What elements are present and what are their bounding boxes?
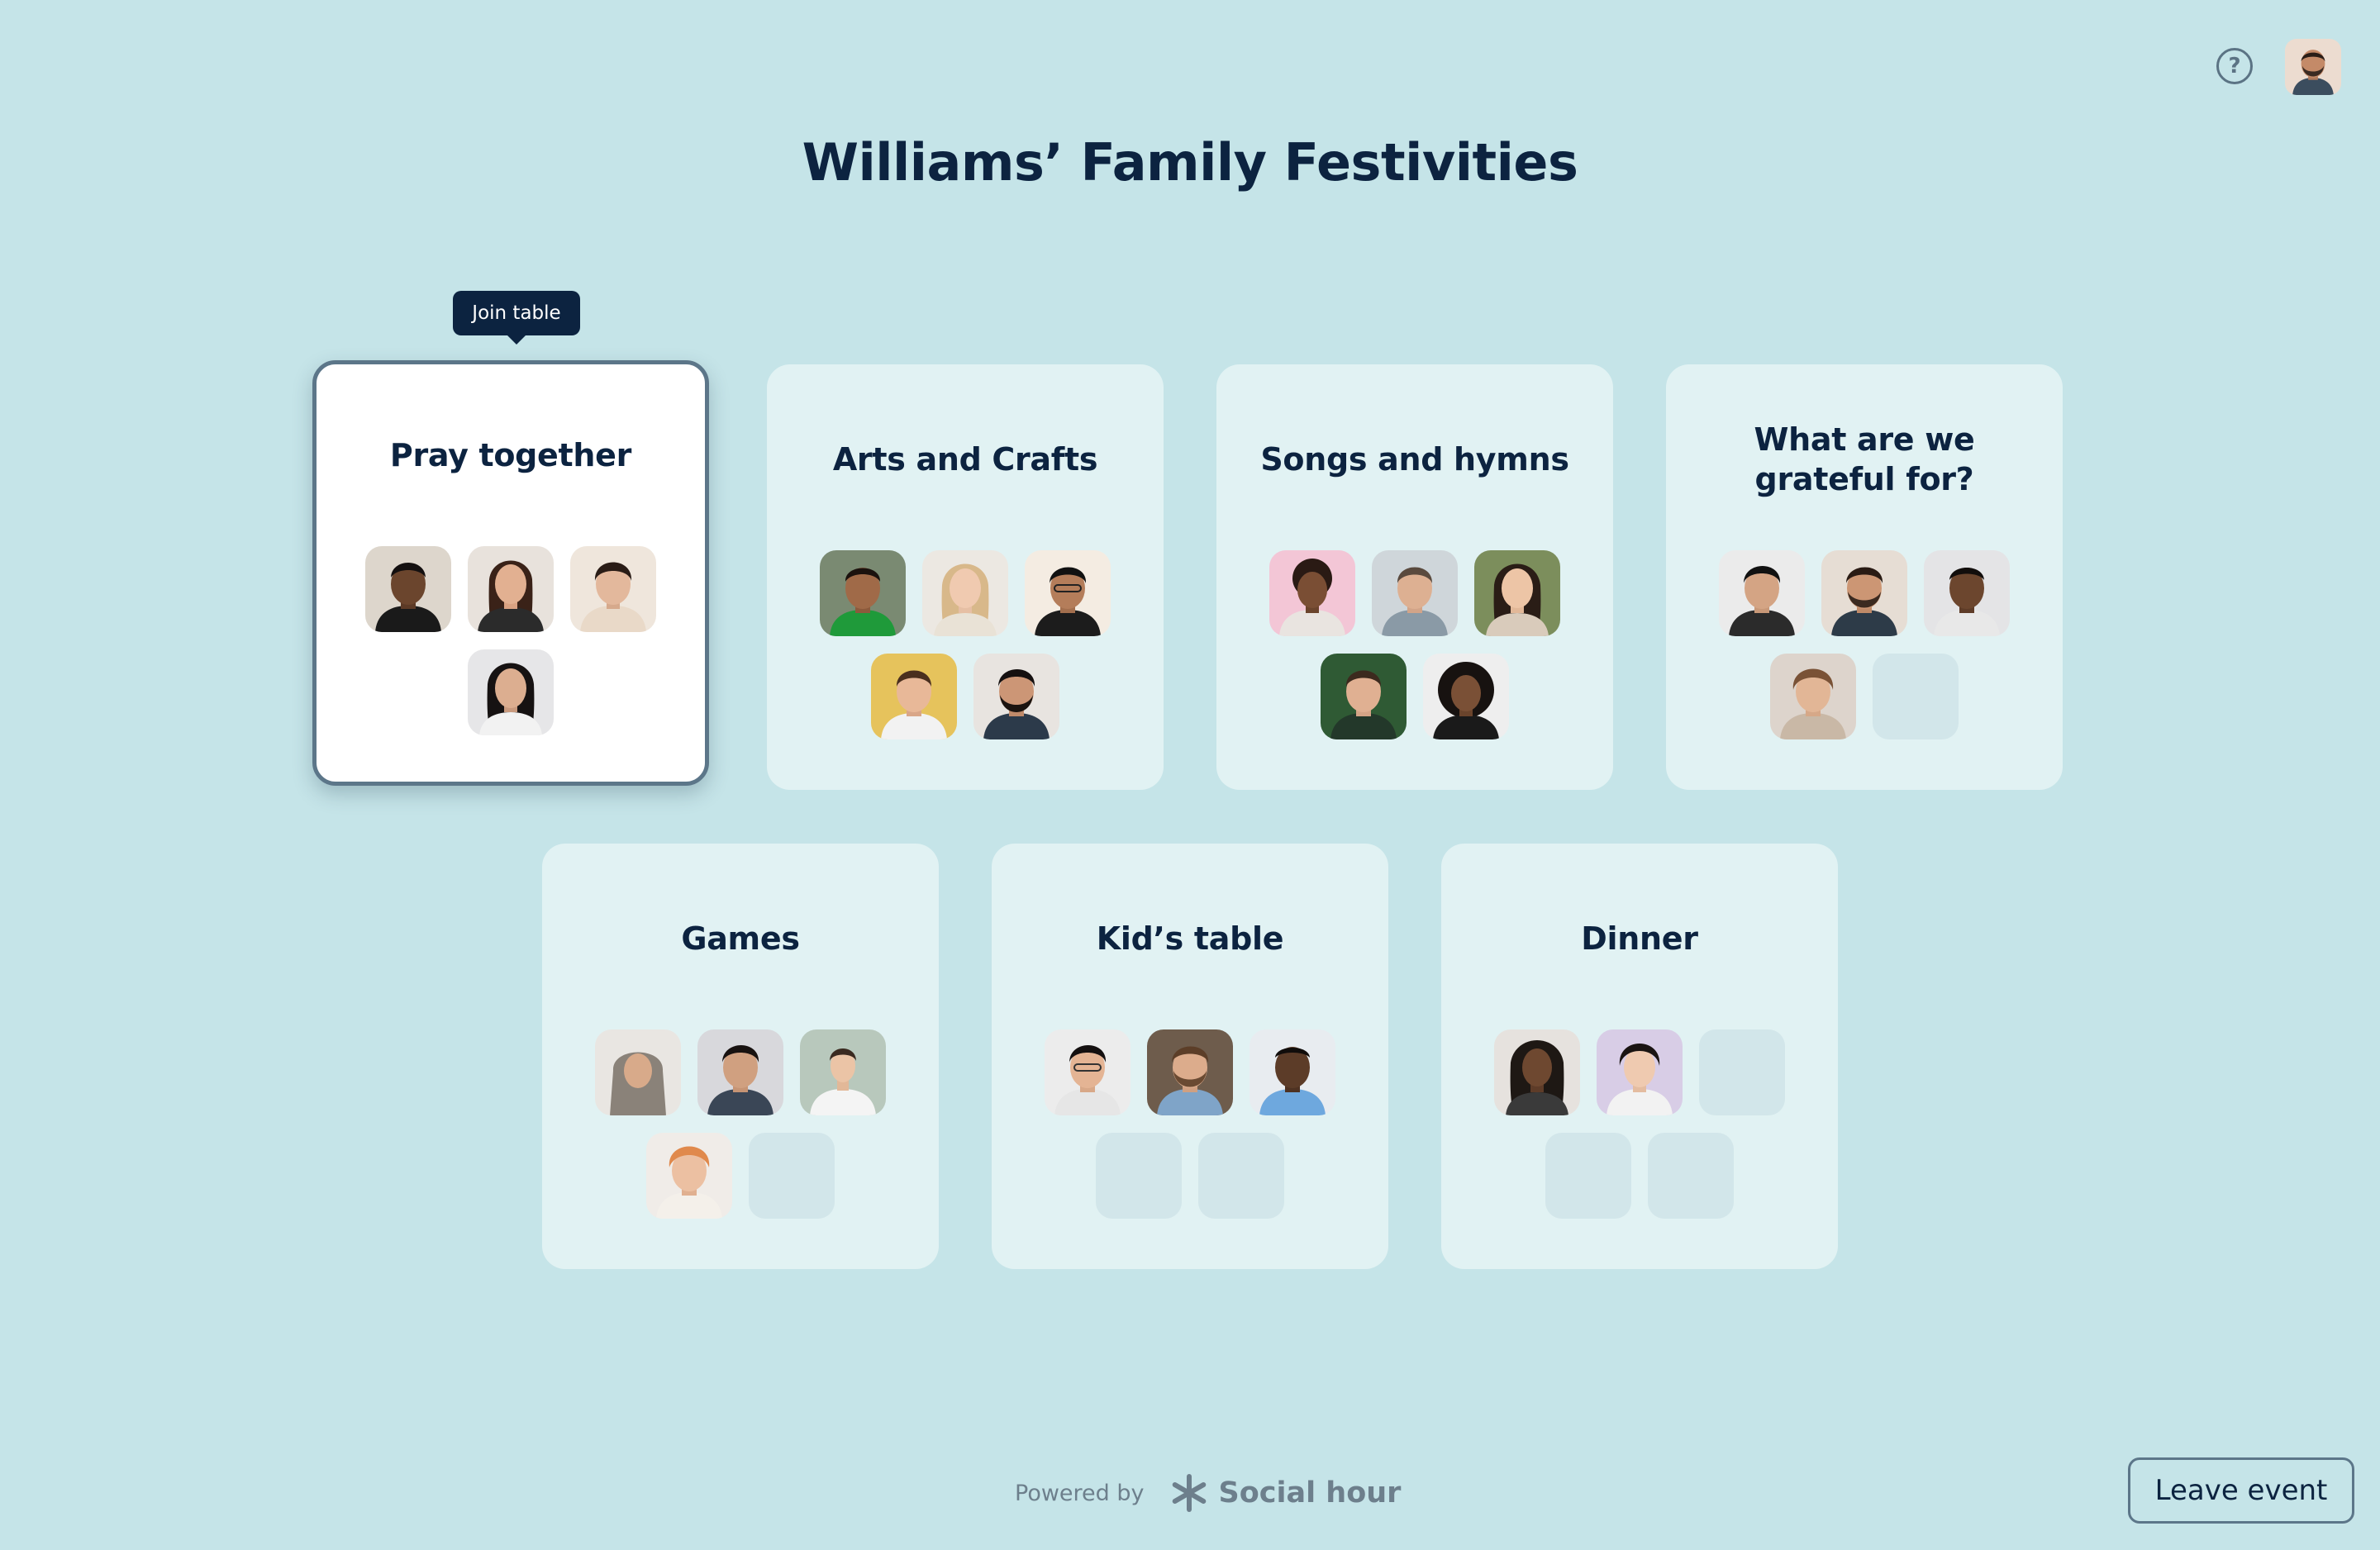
avatar-photo bbox=[1719, 550, 1805, 636]
table-card-what-are-we-grateful-for[interactable]: What are we grateful for? bbox=[1666, 364, 2063, 790]
avatar-photo bbox=[1147, 1029, 1233, 1115]
avatar-photo bbox=[871, 654, 957, 739]
participant-avatar bbox=[871, 654, 957, 739]
join-table-tooltip: Join table bbox=[453, 291, 580, 345]
empty-seat[interactable] bbox=[1545, 1133, 1631, 1219]
table-name: Games bbox=[681, 920, 800, 957]
seat-grid bbox=[542, 1029, 939, 1219]
seat-grid bbox=[1441, 1029, 1838, 1219]
powered-by-label: Powered by bbox=[1015, 1480, 1145, 1506]
empty-seat[interactable] bbox=[1648, 1133, 1734, 1219]
table-card-games[interactable]: Games bbox=[542, 844, 939, 1269]
empty-seat[interactable] bbox=[749, 1133, 835, 1219]
avatar-photo bbox=[820, 550, 906, 636]
participant-avatar bbox=[1924, 550, 2010, 636]
table-name: Kid’s table bbox=[1096, 920, 1284, 957]
avatar-photo bbox=[468, 546, 554, 632]
participant-avatar bbox=[1321, 654, 1407, 739]
empty-seat[interactable] bbox=[1699, 1029, 1785, 1115]
seat-grid bbox=[317, 546, 705, 735]
participant-avatar bbox=[468, 546, 554, 632]
participant-avatar bbox=[1269, 550, 1355, 636]
participant-avatar bbox=[595, 1029, 681, 1115]
participant-avatar bbox=[1597, 1029, 1683, 1115]
asterisk-icon bbox=[1172, 1474, 1206, 1512]
table-card-songs-and-hymns[interactable]: Songs and hymns bbox=[1216, 364, 1613, 790]
table-name: Arts and Crafts bbox=[832, 441, 1098, 478]
seat-grid bbox=[992, 1029, 1388, 1219]
avatar-photo bbox=[1494, 1029, 1580, 1115]
avatar-photo bbox=[1321, 654, 1407, 739]
avatar-photo bbox=[570, 546, 656, 632]
table-name: Dinner bbox=[1581, 920, 1698, 957]
participant-avatar bbox=[1474, 550, 1560, 636]
empty-seat[interactable] bbox=[1198, 1133, 1284, 1219]
help-button[interactable]: ? bbox=[2216, 48, 2253, 84]
avatar-photo bbox=[1821, 550, 1907, 636]
leave-event-button[interactable]: Leave event bbox=[2128, 1457, 2354, 1524]
avatar-photo bbox=[1025, 550, 1111, 636]
participant-avatar bbox=[1250, 1029, 1335, 1115]
participant-avatar bbox=[570, 546, 656, 632]
avatar-photo bbox=[1924, 550, 2010, 636]
avatar-photo bbox=[1474, 550, 1560, 636]
participant-avatar bbox=[1372, 550, 1458, 636]
table-name: Songs and hymns bbox=[1260, 441, 1569, 478]
avatar-photo bbox=[365, 546, 451, 632]
empty-seat[interactable] bbox=[1873, 654, 1959, 739]
table-card-pray-together[interactable]: Pray together bbox=[312, 360, 709, 786]
participant-avatar bbox=[365, 546, 451, 632]
avatar-photo bbox=[697, 1029, 783, 1115]
table-card-arts-and-crafts[interactable]: Arts and Crafts bbox=[767, 364, 1164, 790]
participant-avatar bbox=[1045, 1029, 1130, 1115]
participant-avatar bbox=[820, 550, 906, 636]
participant-avatar bbox=[1025, 550, 1111, 636]
participant-avatar bbox=[922, 550, 1008, 636]
avatar-photo bbox=[1372, 550, 1458, 636]
avatar-photo bbox=[1770, 654, 1856, 739]
avatar-photo bbox=[468, 649, 554, 735]
participant-avatar bbox=[1719, 550, 1805, 636]
event-title: Williams’ Family Festivities bbox=[802, 132, 1578, 193]
avatar-photo bbox=[1423, 654, 1509, 739]
avatar-photo bbox=[1597, 1029, 1683, 1115]
participant-avatar bbox=[1770, 654, 1856, 739]
brand-name: Social hour bbox=[1218, 1476, 1402, 1510]
profile-avatar[interactable] bbox=[2285, 39, 2341, 95]
table-card-kids-table[interactable]: Kid’s table bbox=[992, 844, 1388, 1269]
avatar-photo bbox=[1045, 1029, 1130, 1115]
participant-avatar bbox=[1423, 654, 1509, 739]
table-card-dinner[interactable]: Dinner bbox=[1441, 844, 1838, 1269]
question-circle-icon: ? bbox=[2228, 54, 2241, 78]
avatar-photo bbox=[595, 1029, 681, 1115]
avatar-photo bbox=[973, 654, 1059, 739]
avatar-photo bbox=[1269, 550, 1355, 636]
avatar-photo bbox=[922, 550, 1008, 636]
participant-avatar bbox=[1147, 1029, 1233, 1115]
participant-avatar bbox=[800, 1029, 886, 1115]
avatar-photo bbox=[1250, 1029, 1335, 1115]
avatar-photo bbox=[646, 1133, 732, 1219]
participant-avatar bbox=[697, 1029, 783, 1115]
seat-grid bbox=[1216, 550, 1613, 739]
participant-avatar bbox=[973, 654, 1059, 739]
participant-avatar bbox=[1821, 550, 1907, 636]
participant-avatar bbox=[1494, 1029, 1580, 1115]
seat-grid bbox=[767, 550, 1164, 739]
powered-by: Powered by Social hour bbox=[1015, 1472, 1401, 1514]
empty-seat[interactable] bbox=[1096, 1133, 1182, 1219]
participant-avatar bbox=[646, 1133, 732, 1219]
table-name: What are we grateful for? bbox=[1754, 421, 1975, 497]
table-name: Pray together bbox=[389, 437, 632, 473]
participant-avatar bbox=[468, 649, 554, 735]
avatar-photo bbox=[800, 1029, 886, 1115]
seat-grid bbox=[1666, 550, 2063, 739]
avatar-photo-user bbox=[2285, 39, 2341, 95]
